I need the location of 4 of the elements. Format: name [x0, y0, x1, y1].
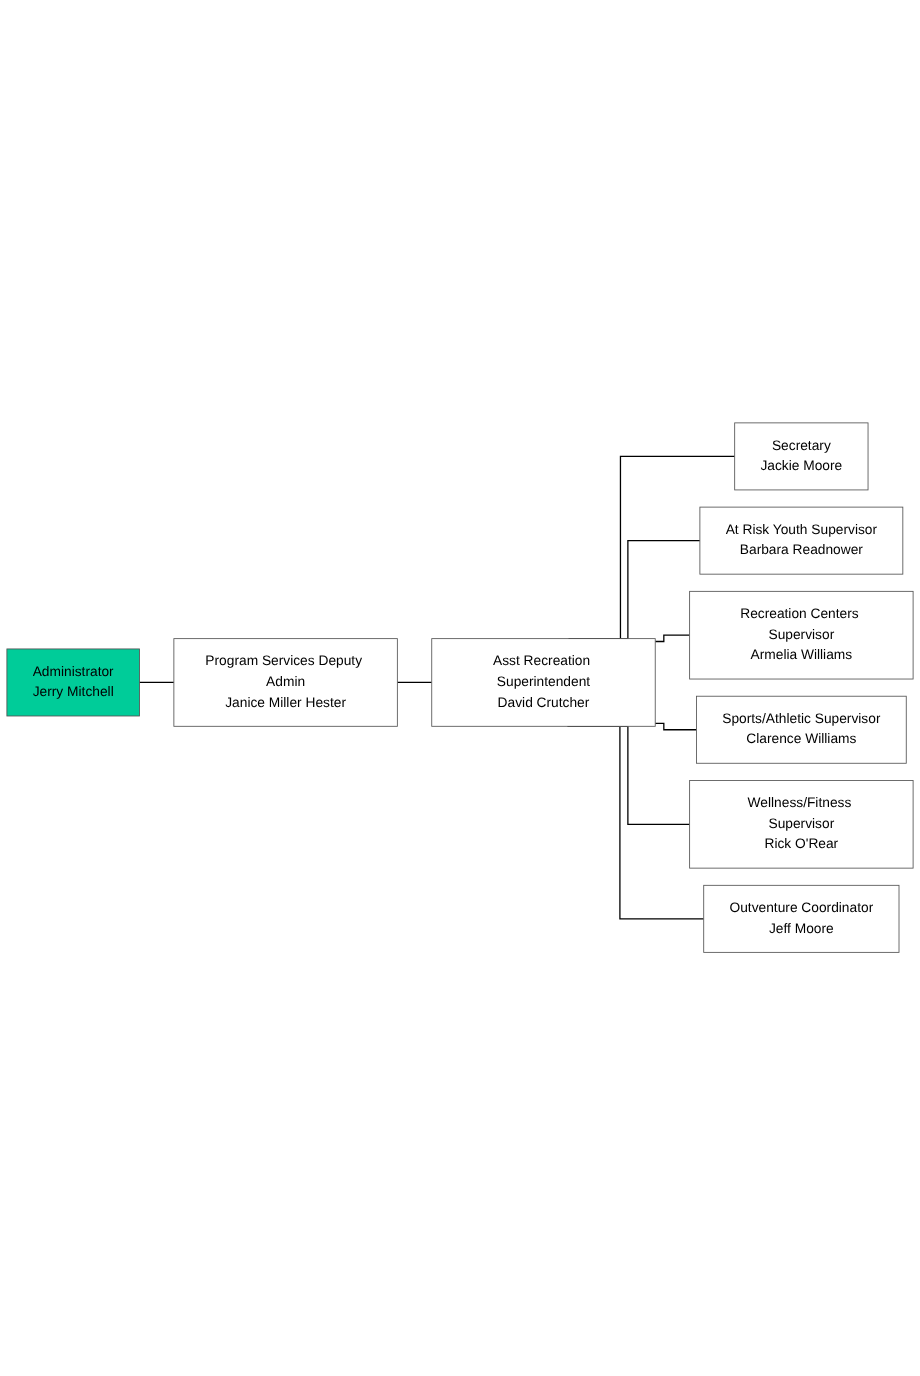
connector: [654, 634, 691, 643]
connector: [396, 682, 433, 684]
connector: [138, 682, 175, 684]
connector: [654, 723, 698, 731]
